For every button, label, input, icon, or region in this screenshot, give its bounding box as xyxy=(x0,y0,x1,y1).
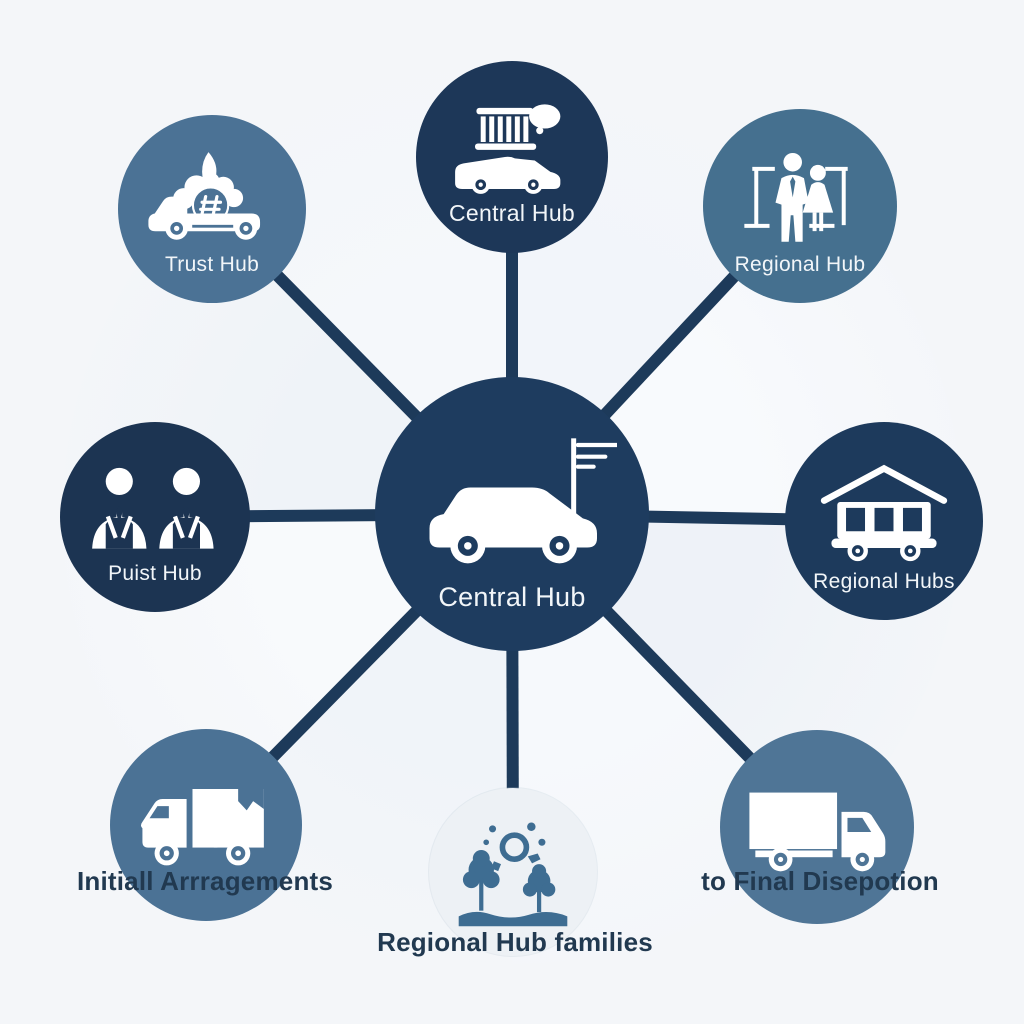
couple-icon xyxy=(744,152,848,242)
flower-pickup-icon xyxy=(148,152,261,240)
node-regional-hub-families xyxy=(429,788,597,956)
node-puist-hub: Puist Hub xyxy=(60,422,250,612)
node-label: Central Hub xyxy=(438,582,586,612)
flag-van-icon xyxy=(429,438,617,564)
two-workers-icon xyxy=(92,467,214,549)
label-regional-hub-families: Regional Hub families xyxy=(377,927,653,957)
node-label: Regional Hub xyxy=(734,253,866,276)
moving-truck-icon xyxy=(141,789,264,866)
node-final-disposition xyxy=(720,730,914,924)
node-regional-hubs: Regional Hubs xyxy=(785,422,983,620)
house-on-wheels-icon xyxy=(820,464,948,562)
node-label: Puist Hub xyxy=(108,562,202,585)
node-regional-hub: Regional Hub xyxy=(703,109,897,303)
node-top-central-hub: Central Hub xyxy=(416,61,608,253)
node-central-hub: Central Hub xyxy=(375,377,649,651)
label-final-disposition: to Final Disepotion xyxy=(701,866,939,896)
node-label: Regional Hubs xyxy=(813,570,955,593)
roof-rack-van-icon xyxy=(455,104,561,194)
node-label: Trust Hub xyxy=(164,253,260,276)
node-label: Central Hub xyxy=(448,200,576,226)
trees-sun-icon xyxy=(458,822,568,927)
node-initial-arrangements xyxy=(110,729,302,921)
node-trust-hub: Trust Hub xyxy=(118,115,306,303)
label-initial-arrangements: Initiall Arrragements xyxy=(76,866,334,896)
box-truck-icon xyxy=(749,792,886,872)
